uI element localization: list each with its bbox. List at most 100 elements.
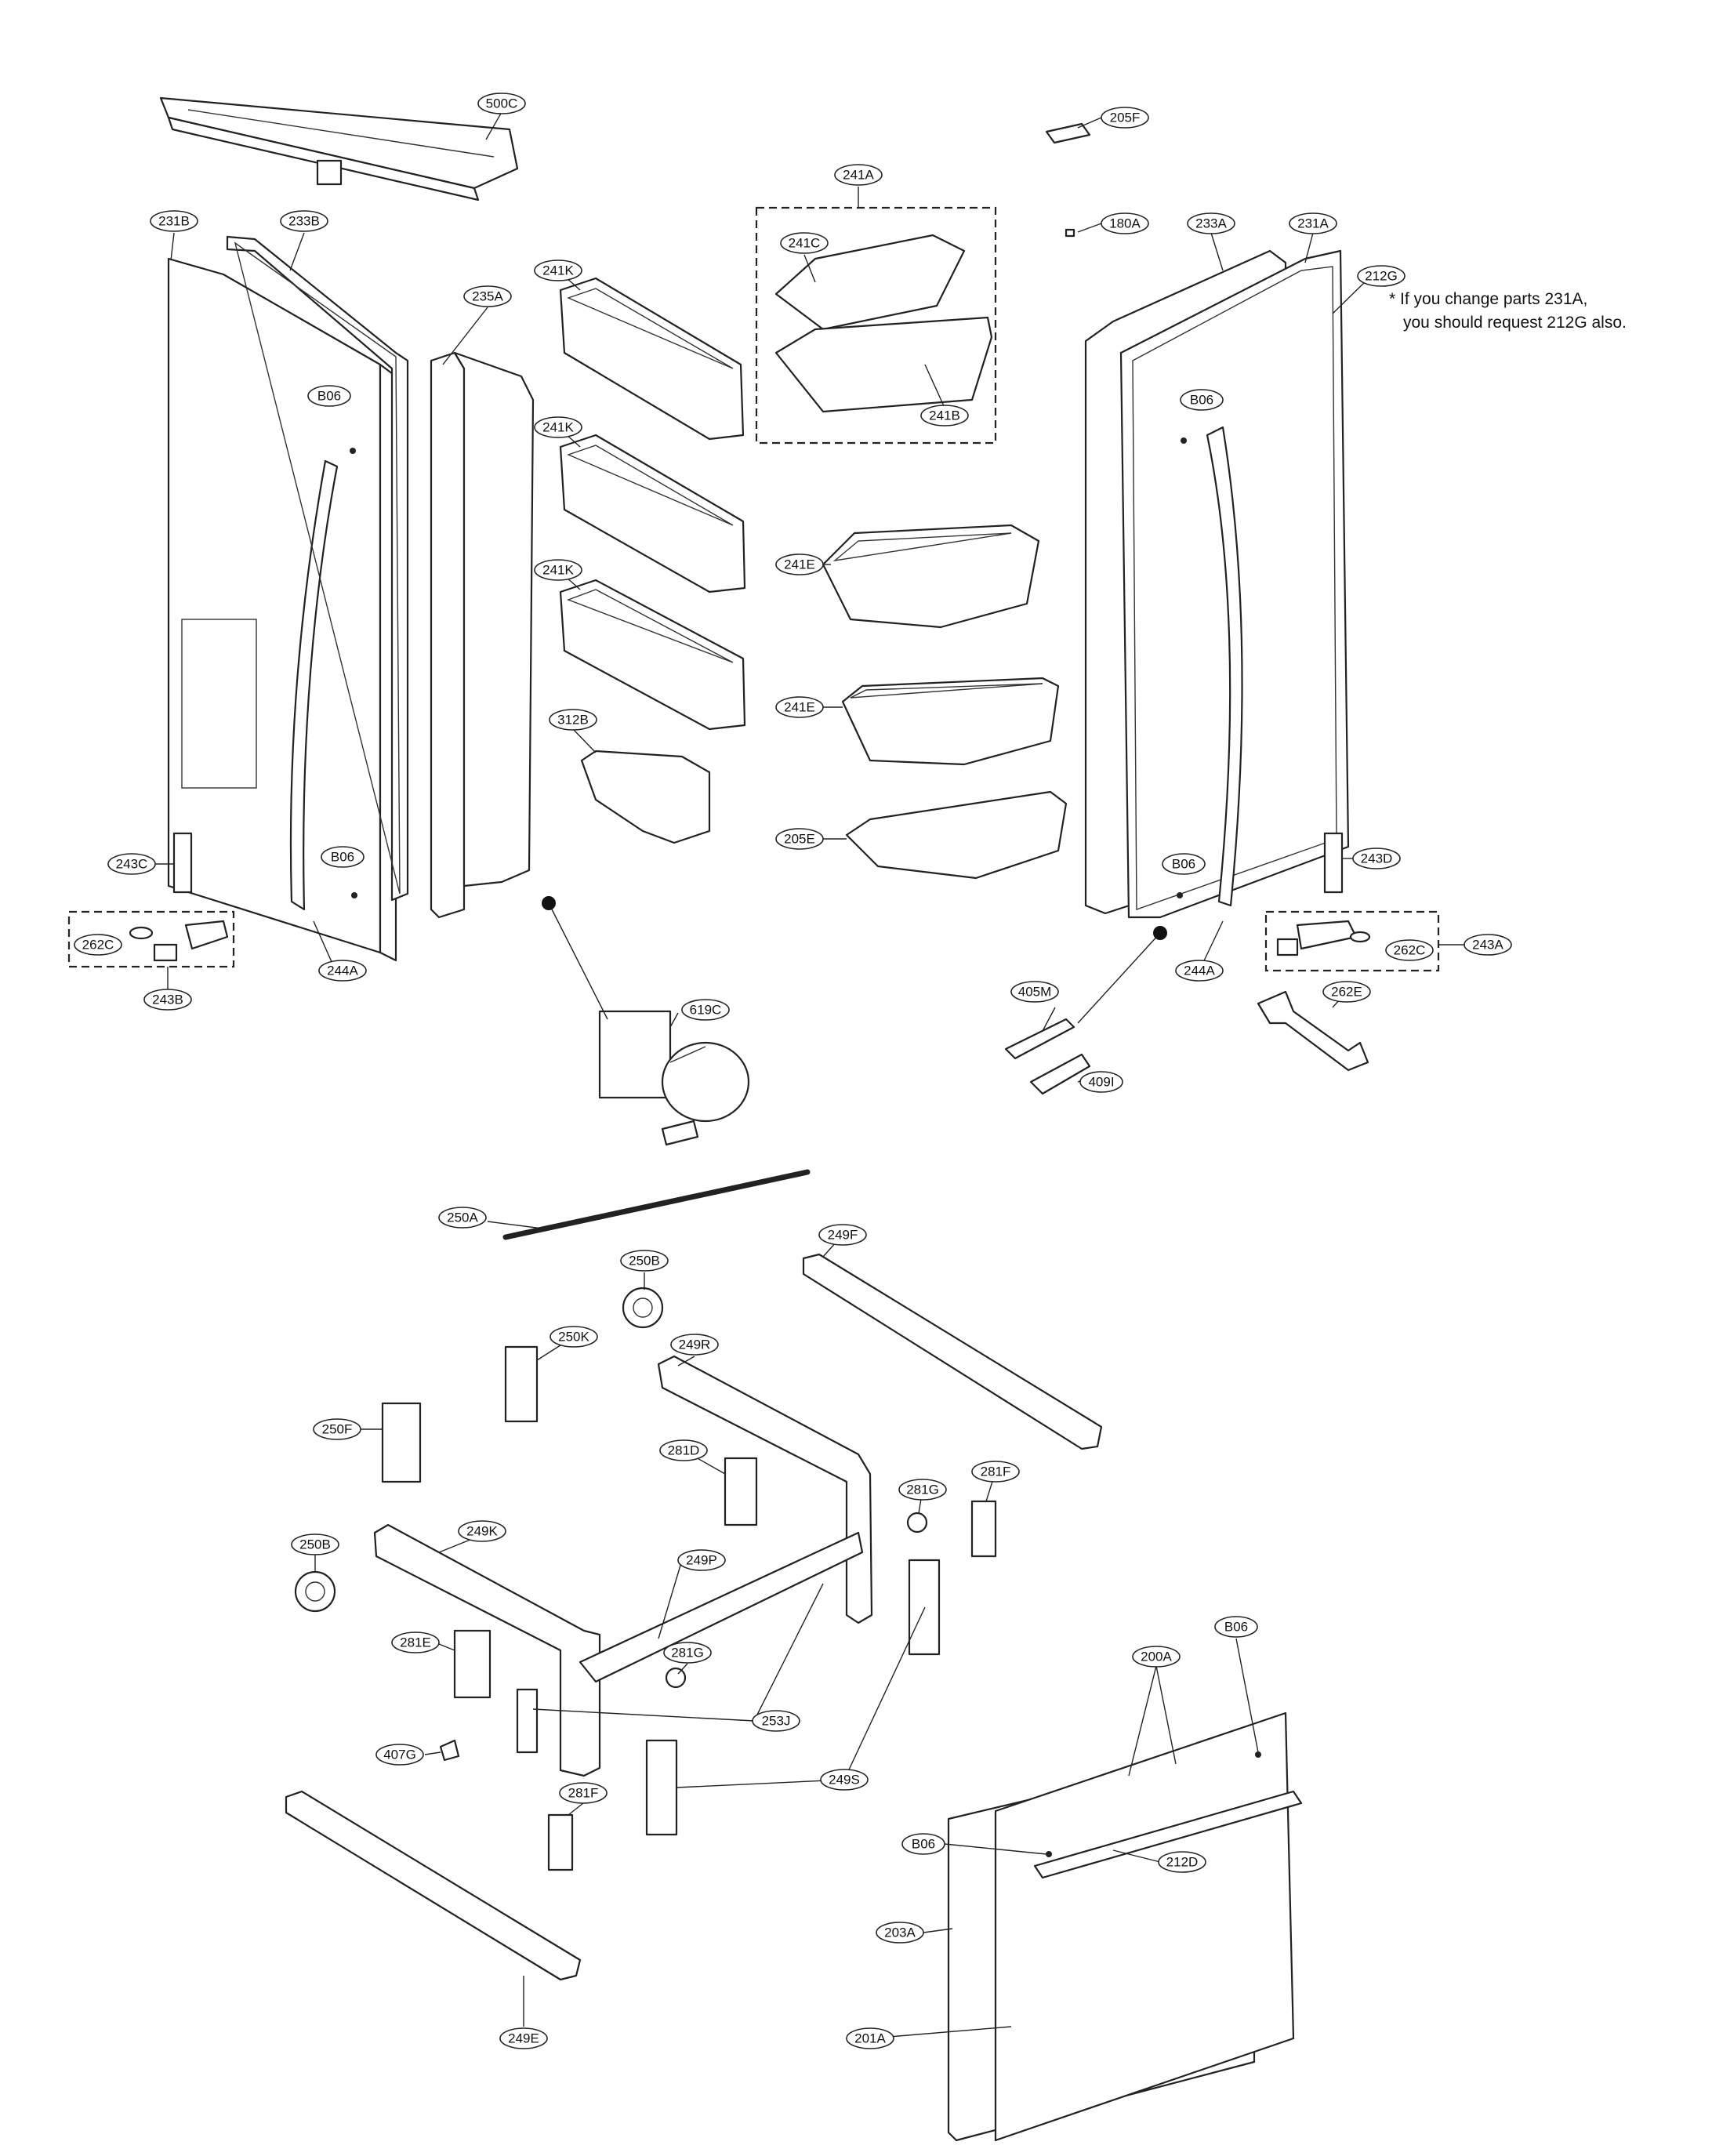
svg-text:249P: 249P: [686, 1553, 717, 1568]
svg-text:244A: 244A: [1184, 964, 1215, 978]
callout-249F[interactable]: 249F: [818, 1224, 867, 1246]
left-rail-part: [285, 1790, 582, 1981]
right-rail-part: [802, 1253, 1103, 1450]
note-line-2: you should request 212G also.: [1403, 314, 1627, 332]
callout-241E-1[interactable]: 241E: [775, 554, 824, 575]
callout-241C[interactable]: 241C: [780, 232, 829, 254]
svg-text:253J: 253J: [762, 1714, 791, 1729]
svg-text:241C: 241C: [789, 236, 821, 251]
callout-281F-1[interactable]: 281F: [971, 1461, 1020, 1483]
callout-244A-2[interactable]: 244A: [1175, 960, 1224, 982]
svg-text:281F: 281F: [981, 1465, 1011, 1479]
callout-281F-2[interactable]: 281F: [559, 1782, 608, 1804]
callout-249K[interactable]: 249K: [458, 1520, 506, 1542]
callout-205F[interactable]: 205F: [1101, 107, 1149, 129]
guide-part: [845, 790, 1068, 880]
svg-text:243C: 243C: [116, 857, 148, 872]
callout-180A[interactable]: 180A: [1101, 212, 1149, 234]
callout-262E[interactable]: 262E: [1322, 981, 1371, 1003]
callout-B06-1[interactable]: B06: [307, 385, 351, 407]
svg-text:241K: 241K: [542, 420, 574, 435]
svg-text:241E: 241E: [784, 557, 815, 572]
svg-text:250B: 250B: [629, 1254, 660, 1269]
svg-text:244A: 244A: [327, 964, 358, 978]
callout-249S[interactable]: 249S: [820, 1769, 869, 1791]
door-bin-part-1: [559, 277, 745, 441]
callout-250B-2[interactable]: 250B: [291, 1534, 339, 1555]
callout-231B[interactable]: 231B: [150, 210, 198, 232]
callout-233A[interactable]: 233A: [1187, 212, 1235, 234]
callout-B06-3[interactable]: B06: [321, 846, 365, 868]
callout-312B[interactable]: 312B: [549, 709, 597, 731]
rail-bracket-part-right: [908, 1559, 941, 1656]
door-bin-part-3: [559, 579, 746, 731]
callout-201A[interactable]: 201A: [846, 2027, 894, 2049]
callout-235A[interactable]: 235A: [463, 285, 512, 307]
callout-244A-1[interactable]: 244A: [318, 960, 367, 982]
callout-B06-6[interactable]: B06: [901, 1833, 945, 1855]
callout-250F[interactable]: 250F: [313, 1418, 361, 1440]
svg-text:233A: 233A: [1195, 216, 1227, 231]
callout-243C[interactable]: 243C: [107, 853, 156, 875]
callout-619C[interactable]: 619C: [681, 999, 730, 1021]
callout-241K-2[interactable]: 241K: [534, 416, 582, 438]
callout-243B[interactable]: 243B: [143, 989, 192, 1011]
svg-text:231B: 231B: [158, 214, 190, 229]
callout-233B[interactable]: 233B: [280, 210, 328, 232]
callout-243A[interactable]: 243A: [1464, 934, 1512, 956]
callout-241A[interactable]: 241A: [834, 164, 883, 186]
callout-281G-1[interactable]: 281G: [898, 1479, 947, 1501]
callout-249E[interactable]: 249E: [499, 2027, 548, 2049]
callout-B06-4[interactable]: B06: [1162, 853, 1206, 875]
callout-500C[interactable]: 500C: [477, 93, 526, 114]
callout-262C-1[interactable]: 262C: [74, 934, 122, 956]
callout-B06-5[interactable]: B06: [1214, 1616, 1258, 1638]
wrench-part: [1257, 990, 1369, 1072]
callout-241K-3[interactable]: 241K: [534, 559, 582, 581]
callout-241K-1[interactable]: 241K: [534, 260, 582, 281]
side-cover-part: [504, 1345, 539, 1423]
callout-281D[interactable]: 281D: [659, 1439, 708, 1461]
callout-249R[interactable]: 249R: [670, 1334, 719, 1356]
callout-281E[interactable]: 281E: [391, 1632, 440, 1653]
callout-243D[interactable]: 243D: [1352, 848, 1401, 869]
svg-text:203A: 203A: [884, 1926, 916, 1940]
callout-281G-2[interactable]: 281G: [663, 1642, 712, 1664]
callout-407G[interactable]: 407G: [375, 1744, 424, 1766]
part-drawings: [67, 96, 1440, 2142]
callout-250A[interactable]: 250A: [438, 1207, 487, 1229]
callout-253J[interactable]: 253J: [752, 1710, 800, 1732]
callout-205E[interactable]: 205E: [775, 828, 824, 850]
cap-part-right: [970, 1500, 997, 1558]
right-hinge-bracket-part: [1323, 832, 1344, 894]
callout-B06-2[interactable]: B06: [1180, 389, 1224, 411]
svg-text:250A: 250A: [447, 1210, 478, 1225]
clip-part: [439, 1739, 460, 1762]
svg-text:281G: 281G: [671, 1646, 704, 1661]
callout-241E-2[interactable]: 241E: [775, 696, 824, 718]
callout-212D[interactable]: 212D: [1158, 1851, 1206, 1873]
callout-250K[interactable]: 250K: [550, 1326, 598, 1348]
svg-text:281E: 281E: [400, 1635, 431, 1650]
callout-405M[interactable]: 405M: [1010, 981, 1059, 1003]
callout-409I[interactable]: 409I: [1079, 1071, 1123, 1093]
note-line-1: * If you change parts 231A,: [1389, 290, 1587, 308]
svg-text:249S: 249S: [829, 1773, 860, 1788]
callout-262C-2[interactable]: 262C: [1385, 939, 1434, 961]
callout-231A[interactable]: 231A: [1289, 212, 1337, 234]
svg-text:249E: 249E: [508, 2031, 539, 2046]
callout-241B[interactable]: 241B: [920, 405, 969, 426]
callout-249P[interactable]: 249P: [677, 1549, 726, 1571]
hanger-part: [516, 1688, 539, 1754]
svg-text:243B: 243B: [152, 993, 183, 1007]
slide-bracket-part: [381, 1402, 422, 1483]
callout-200A[interactable]: 200A: [1132, 1646, 1181, 1668]
svg-text:201A: 201A: [854, 2031, 886, 2046]
svg-text:231A: 231A: [1297, 216, 1329, 231]
callout-250B-1[interactable]: 250B: [620, 1250, 669, 1272]
svg-text:B06: B06: [1172, 857, 1195, 872]
svg-text:250F: 250F: [322, 1422, 353, 1437]
callout-203A[interactable]: 203A: [876, 1922, 924, 1944]
callout-212G[interactable]: 212G: [1357, 265, 1406, 287]
cap-part-left: [547, 1813, 574, 1871]
